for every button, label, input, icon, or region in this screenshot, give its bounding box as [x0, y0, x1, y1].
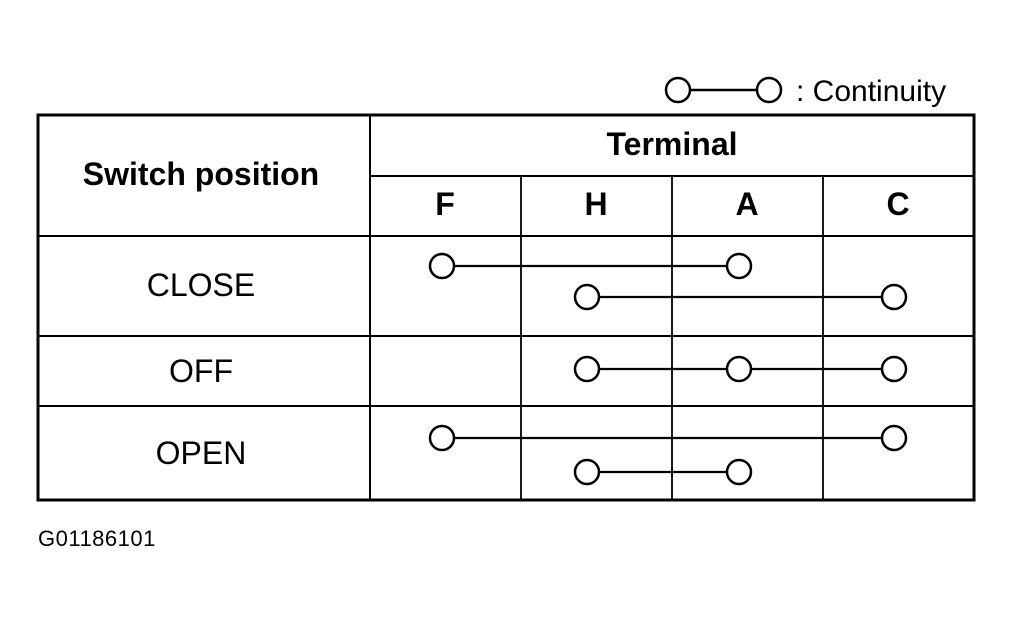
- terminal-header-c: C: [886, 186, 909, 222]
- terminal-header-h: H: [584, 186, 607, 222]
- terminal-circle-open-h: [573, 458, 601, 486]
- terminal-circle-close-c: [880, 283, 908, 311]
- terminal-circle-close-a: [725, 252, 753, 280]
- row-label-close: CLOSE: [147, 267, 255, 303]
- row-label-open: OPEN: [156, 435, 247, 471]
- continuity-legend: : Continuity: [664, 75, 946, 108]
- legend-terminal-circle-right: [755, 76, 783, 104]
- terminal-circle-off-a: [725, 355, 753, 383]
- figure-id: G01186101: [38, 526, 156, 551]
- terminal-header-f: F: [435, 186, 455, 222]
- terminal-header-a: A: [735, 186, 758, 222]
- legend-text: : Continuity: [796, 75, 946, 108]
- terminal-circle-open-f: [428, 424, 456, 452]
- terminal-circle-open-c: [880, 424, 908, 452]
- terminal-circle-close-h: [573, 283, 601, 311]
- continuity-table-grid: [36, 113, 976, 502]
- terminal-circle-close-f: [428, 252, 456, 280]
- table-outer-border: [36, 113, 976, 502]
- terminal-circle-off-c: [880, 355, 908, 383]
- row-label-off: OFF: [169, 353, 233, 389]
- terminal-circle-off-h: [573, 355, 601, 383]
- continuity-marks: [428, 252, 908, 486]
- legend-terminal-circle-left: [664, 76, 692, 104]
- terminal-circle-open-a: [725, 458, 753, 486]
- switch-position-header: Switch position: [83, 156, 319, 192]
- terminal-group-header: Terminal: [607, 126, 738, 162]
